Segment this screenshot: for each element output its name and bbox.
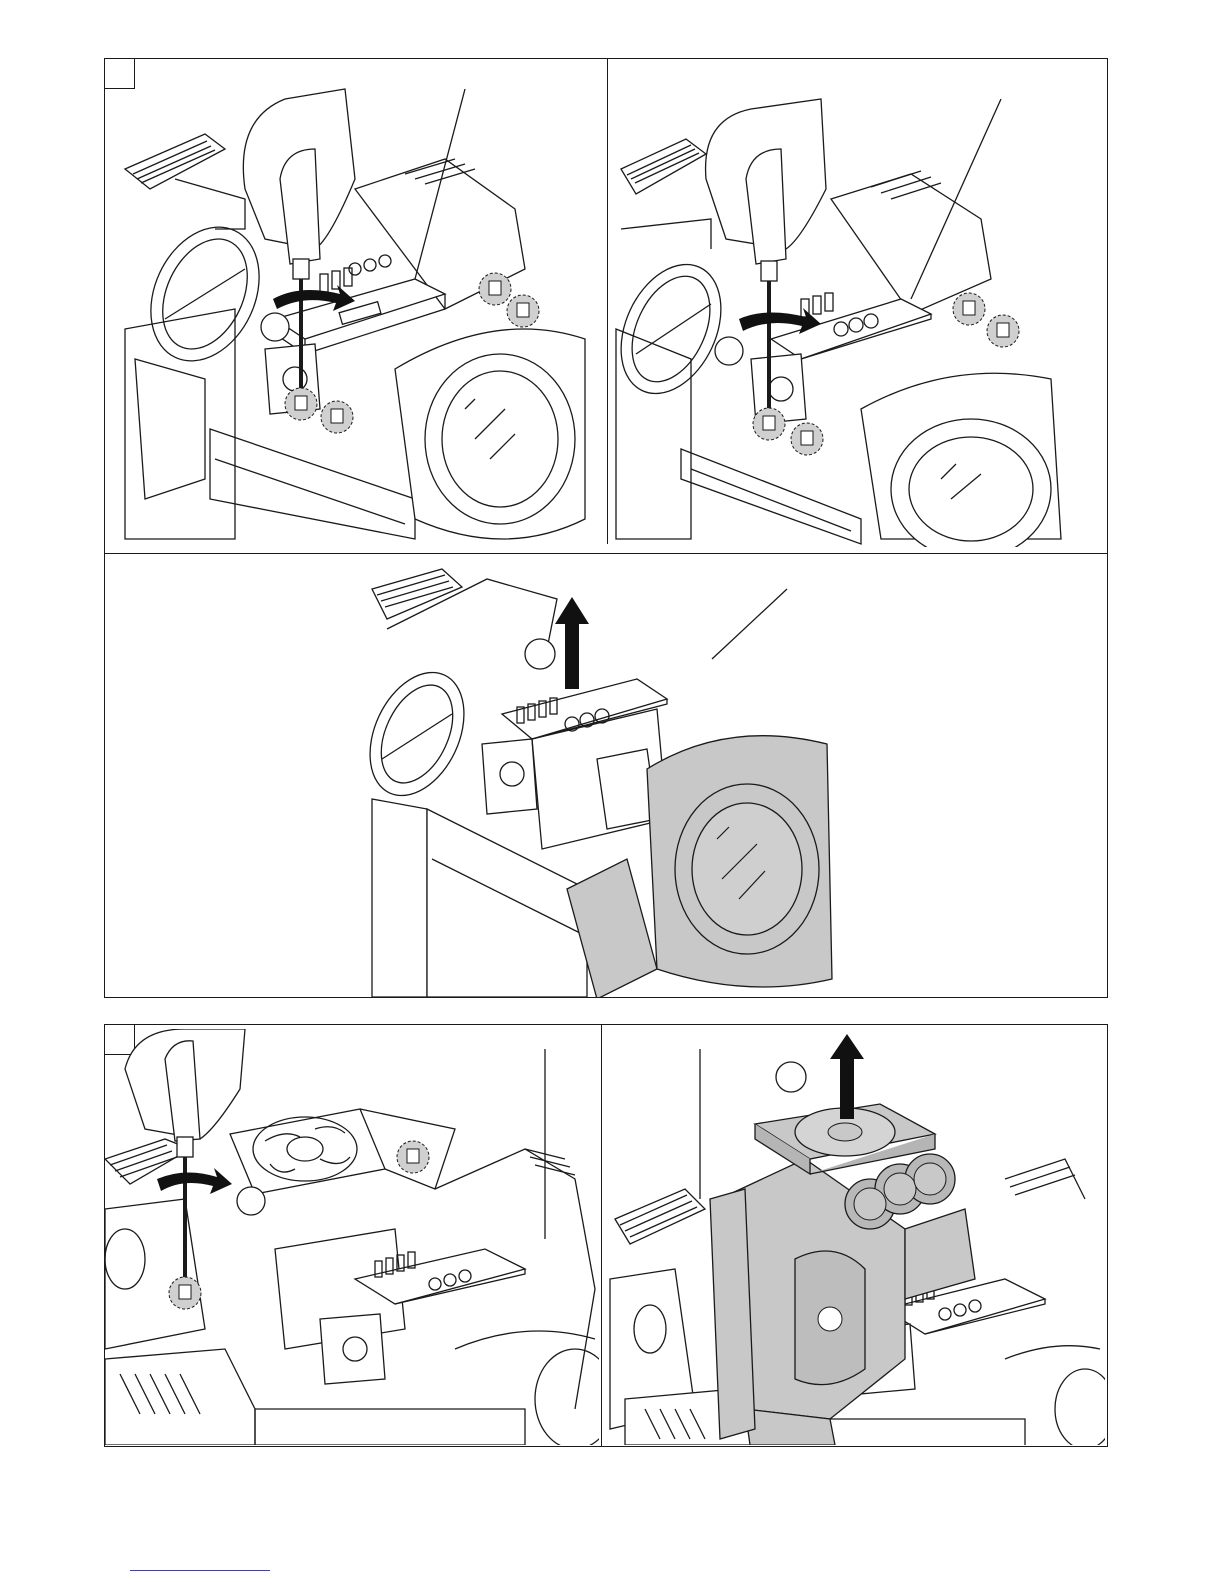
panel-c [367, 559, 867, 997]
lens-icon [675, 784, 819, 954]
hand-screwdriver-icon [243, 89, 355, 409]
panel-c-illustration [367, 559, 867, 997]
panel-b [611, 79, 1101, 547]
screw-icon [507, 295, 539, 327]
horizontal-divider [105, 553, 1107, 554]
panel-b-illustration [611, 79, 1101, 547]
panel-e-illustration [605, 1029, 1105, 1445]
rotate-arrow-icon [157, 1168, 232, 1194]
footer-link-underline [130, 1570, 270, 1571]
fan-icon [230, 1109, 385, 1194]
screw-icon [397, 1141, 429, 1173]
screw-icon [321, 401, 353, 433]
callout-circle [776, 1062, 806, 1092]
screw-icon [285, 388, 317, 420]
panel-a-illustration [115, 79, 605, 547]
callout-circle [261, 313, 289, 341]
screw-icon [791, 423, 823, 455]
hand-screwdriver-icon [125, 1029, 245, 1291]
panel-d-illustration [105, 1029, 599, 1445]
callout-circle [237, 1187, 265, 1215]
panel-d [105, 1029, 599, 1445]
screw-icon [169, 1277, 201, 1309]
up-arrow-icon [830, 1034, 864, 1119]
up-arrow-icon [555, 597, 589, 689]
screw-icon [953, 293, 985, 325]
panel-a [115, 79, 605, 547]
callout-circle [525, 639, 555, 669]
screw-icon [987, 315, 1019, 347]
figure-upper [104, 58, 1108, 998]
vertical-divider [601, 1025, 602, 1446]
callout-circle [715, 337, 743, 365]
screw-icon [753, 408, 785, 440]
screw-icon [479, 273, 511, 305]
panel-e [605, 1029, 1105, 1445]
figure-lower [104, 1024, 1108, 1447]
vertical-divider [607, 59, 608, 544]
